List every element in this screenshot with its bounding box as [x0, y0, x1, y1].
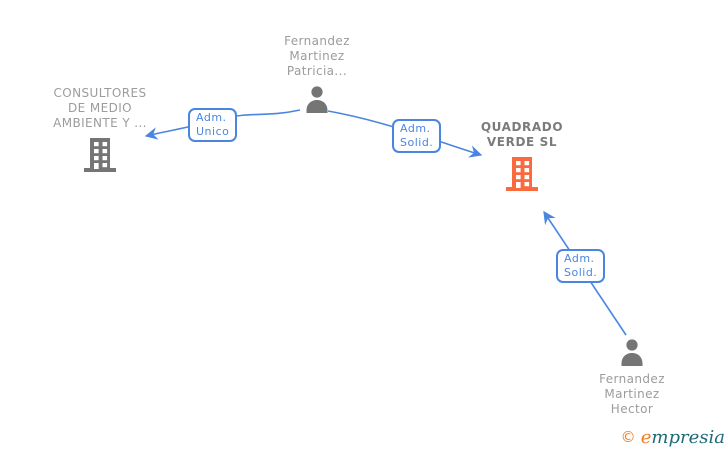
copyright-symbol: ©	[620, 428, 636, 446]
node-label: CONSULTORES DE MEDIO AMBIENTE Y ...	[53, 86, 147, 130]
brand-rest: mpresia	[651, 427, 725, 448]
node-company-consultores[interactable]: CONSULTORES DE MEDIO AMBIENTE Y ...	[35, 86, 165, 173]
node-label: Fernandez Martinez Patricia...	[284, 34, 350, 78]
building-icon-highlight	[506, 157, 538, 191]
edge-label-adm-solid-1: Adm. Solid.	[392, 119, 442, 153]
edge-label-adm-solid-2: Adm. Solid.	[556, 249, 606, 283]
brand-letter-e: e	[640, 427, 652, 448]
building-icon	[84, 138, 116, 172]
empresia-watermark[interactable]: © empresia	[621, 427, 725, 448]
node-person-patricia[interactable]: Fernandez Martinez Patricia...	[252, 34, 382, 113]
person-icon	[621, 339, 643, 366]
person-icon	[306, 86, 328, 113]
node-person-hector[interactable]: Fernandez Martinez Hector	[567, 338, 697, 417]
node-label: Fernandez Martinez Hector	[599, 372, 665, 416]
edge-label-adm-unico: Adm. Unico	[188, 108, 238, 142]
empresia-logo-text: empresia	[641, 427, 725, 448]
node-label: QUADRADO VERDE SL	[480, 120, 564, 149]
node-company-quadrado-verde[interactable]: QUADRADO VERDE SL	[457, 120, 587, 192]
